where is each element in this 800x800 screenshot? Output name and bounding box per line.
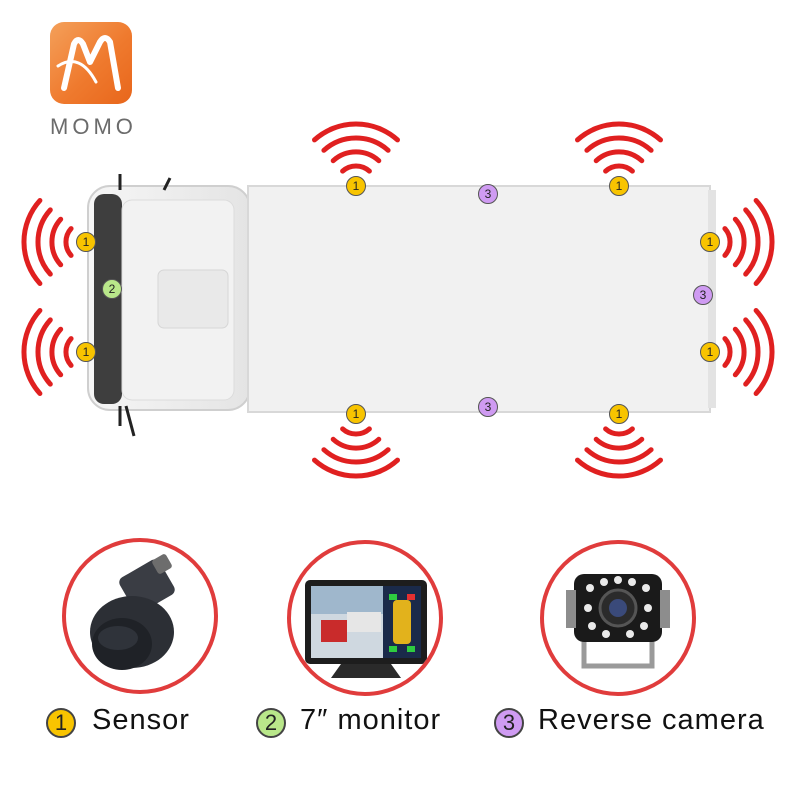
signal-arc-bottom-left-4	[312, 457, 400, 479]
legend-monitor-label: 7″ monitor	[300, 704, 442, 736]
signal-arc-front-top-4	[21, 198, 43, 286]
legend-camera-label: Reverse camera	[538, 704, 765, 736]
sensor-marker-front-top: 1	[76, 232, 96, 252]
signal-arc-bottom-right-2	[593, 436, 645, 451]
sensor-marker-rear-top: 1	[700, 232, 720, 252]
signal-arc-top-right-4	[575, 121, 663, 143]
cargo-box	[247, 185, 711, 413]
signal-arc-bottom-left-3	[321, 447, 391, 465]
signal-arc-bottom-left-1	[340, 426, 372, 437]
signal-arc-front-top-2	[49, 216, 64, 268]
truck-diagram	[21, 121, 775, 479]
sensor-signal-waves	[21, 121, 775, 479]
signal-arc-rear-top-1	[722, 226, 733, 258]
signal-arc-top-left-3	[321, 135, 391, 153]
signal-arc-front-top-1	[63, 226, 74, 258]
legend-monitor-badge: 2	[256, 708, 286, 738]
signal-arc-top-left-4	[312, 121, 400, 143]
camera-marker-top: 3	[478, 184, 498, 204]
signal-arc-rear-top-3	[743, 207, 761, 277]
monitor-icon	[305, 580, 427, 678]
signal-arc-front-bottom-1	[63, 336, 74, 368]
sensor-marker-top-left: 1	[346, 176, 366, 196]
signal-arc-top-left-2	[330, 149, 382, 164]
signal-arc-rear-bottom-2	[732, 326, 747, 378]
sensor-marker-top-right: 1	[609, 176, 629, 196]
signal-arc-rear-top-2	[732, 216, 747, 268]
signal-arc-bottom-right-3	[584, 447, 654, 465]
signal-arc-rear-bottom-3	[743, 317, 761, 387]
signal-arc-bottom-right-1	[603, 426, 635, 437]
camera-marker-rear: 3	[693, 285, 713, 305]
product-monitor	[287, 540, 443, 696]
product-sensor	[62, 538, 218, 694]
signal-arc-front-bottom-3	[35, 317, 53, 387]
product-reverse-camera	[540, 540, 696, 696]
sensor-marker-bottom-right: 1	[609, 404, 629, 424]
brand-name: MOMO	[50, 114, 137, 139]
signal-arc-top-right-1	[603, 163, 635, 174]
legend-camera-badge: 3	[494, 708, 524, 738]
camera-marker-bottom: 3	[478, 397, 498, 417]
signal-arc-front-top-3	[35, 207, 53, 277]
signal-arc-front-bottom-4	[21, 308, 43, 396]
signal-arc-bottom-left-2	[330, 436, 382, 451]
brand-logo	[50, 22, 132, 104]
sensor-marker-front-bottom: 1	[76, 342, 96, 362]
signal-arc-top-right-2	[593, 149, 645, 164]
sensor-marker-bottom-left: 1	[346, 404, 366, 424]
sensor-marker-rear-bottom: 1	[700, 342, 720, 362]
signal-arc-top-left-1	[340, 163, 372, 174]
signal-arc-rear-bottom-4	[753, 308, 775, 396]
legend-sensor-badge: 1	[46, 708, 76, 738]
legend-sensor-label: Sensor	[92, 704, 190, 736]
truck-cab	[87, 174, 251, 437]
parking-sensor-icon	[90, 554, 175, 670]
reverse-camera-icon	[566, 574, 670, 669]
signal-arc-front-bottom-2	[49, 326, 64, 378]
signal-arc-bottom-right-4	[575, 457, 663, 479]
logo-m-icon	[56, 35, 121, 91]
signal-arc-rear-top-4	[753, 198, 775, 286]
monitor-marker: 2	[102, 279, 122, 299]
signal-arc-top-right-3	[584, 135, 654, 153]
signal-arc-rear-bottom-1	[722, 336, 733, 368]
